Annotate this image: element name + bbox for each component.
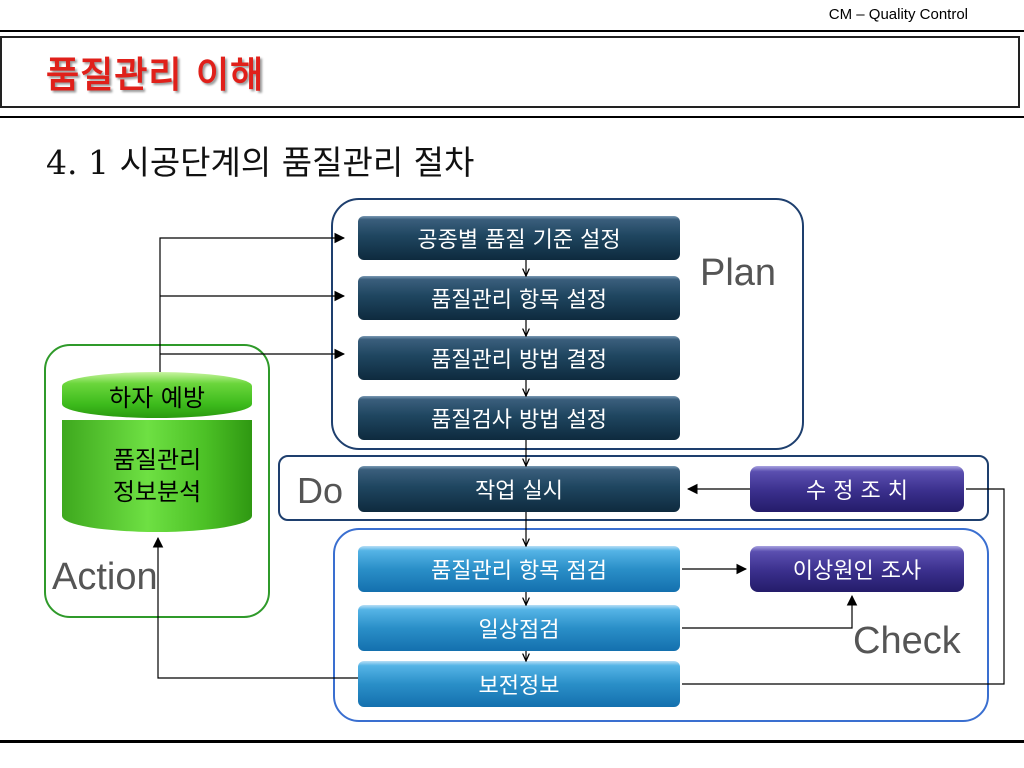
action-analysis-line2: 정보분석 (112, 478, 202, 506)
check-investigation: 이상원인 조사 (750, 546, 964, 592)
action-prevention: 하자 예방 (62, 372, 252, 418)
action-group (44, 344, 270, 618)
plan-label: Plan (700, 252, 777, 294)
action-analysis-line1: 품질관리 (112, 446, 202, 474)
plan-step-inspection: 품질검사 방법 설정 (358, 396, 680, 440)
title-frame (0, 36, 1020, 108)
do-correction: 수 정 조 치 (750, 466, 964, 512)
footer-rule (0, 740, 1024, 743)
check-label: Check (853, 620, 961, 662)
plan-step-method: 품질관리 방법 결정 (358, 336, 680, 380)
check-step-maintenance: 보전정보 (358, 661, 680, 707)
check-step-items: 품질관리 항목 점검 (358, 546, 680, 592)
do-step-work: 작업 실시 (358, 466, 680, 512)
title-underline (0, 116, 1024, 118)
header-rule (0, 30, 1024, 32)
plan-group (331, 198, 804, 450)
check-step-daily: 일상점검 (358, 605, 680, 651)
page-title: 품질관리 이해 (46, 55, 265, 96)
check-group (333, 528, 989, 722)
plan-step-work-standard: 공종별 품질 기준 설정 (358, 216, 680, 260)
action-label: Action (52, 556, 158, 598)
plan-step-items: 품질관리 항목 설정 (358, 276, 680, 320)
do-group (278, 455, 989, 521)
do-label: Do (297, 470, 344, 511)
header-course-label: CM – Quality Control (828, 6, 968, 23)
action-analysis: 품질관리 정보분석 (62, 420, 252, 532)
section-subtitle: 4. 1 시공단계의 품질관리 절차 (46, 143, 475, 182)
